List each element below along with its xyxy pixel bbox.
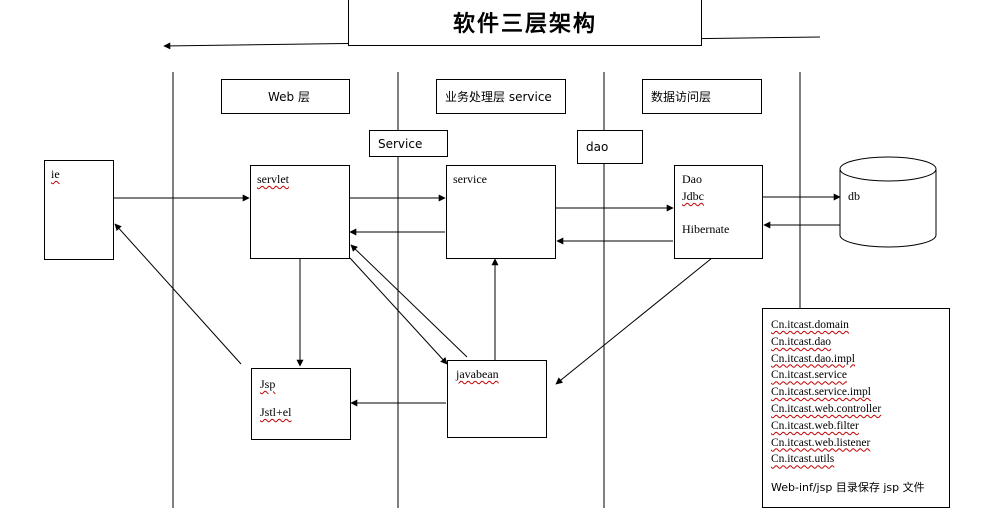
layer-label-web: Web 层: [221, 79, 350, 114]
interface-service-text: Service: [378, 136, 423, 151]
node-javabean: javabean: [447, 360, 547, 438]
package-spacer: [771, 468, 949, 480]
package-item: Cn.itcast.domain: [771, 319, 849, 331]
node-hibernate-label: Hibernate: [682, 222, 730, 236]
node-jsp: Jsp Jstl+el: [251, 368, 351, 440]
layer-label-service: 业务处理层 service: [436, 79, 566, 114]
database-cylinder: [839, 156, 937, 248]
package-item: Cn.itcast.web.controller: [771, 402, 882, 415]
node-dao: Dao Jdbc Hibernate: [674, 165, 763, 259]
interface-dao: dao: [577, 130, 643, 164]
node-servlet-label: servlet: [257, 172, 289, 186]
package-list: Cn.itcast.domain Cn.itcast.dao Cn.itcast…: [762, 308, 950, 508]
package-item: Cn.itcast.web.filter: [771, 419, 859, 432]
node-ie: ie: [44, 160, 114, 260]
title-box: 软件三层架构: [348, 0, 702, 46]
node-ie-label: ie: [51, 167, 60, 181]
node-servlet: servlet: [250, 165, 350, 259]
layer-label-service-text: 业务处理层 service: [445, 90, 552, 104]
interface-dao-text: dao: [586, 140, 609, 154]
package-item: Cn.itcast.service.impl: [771, 386, 871, 399]
package-item: Cn.itcast.utils: [771, 453, 835, 466]
arrow-servlet-javabean: [349, 257, 448, 365]
package-item: Cn.itcast.dao: [771, 335, 832, 348]
layer-label-dao: 数据访问层: [642, 79, 762, 114]
node-service-label: service: [453, 172, 487, 186]
interface-service: Service: [369, 130, 448, 157]
node-jstl-label: Jstl+el: [260, 405, 292, 419]
package-note: Web-inf/jsp 目录保存 jsp 文件: [771, 481, 925, 495]
node-dao-label: Dao: [682, 172, 702, 186]
arrow-jsp-ie: [114, 223, 242, 365]
node-javabean-label: javabean: [456, 367, 499, 381]
package-item: Cn.itcast.service: [771, 369, 848, 382]
node-service: service: [446, 165, 556, 259]
page-title: 软件三层架构: [452, 12, 597, 37]
arrow-dao-javabean: [555, 257, 713, 385]
layer-label-dao-text: 数据访问层: [651, 90, 712, 104]
arrow-javabean-servlet: [350, 244, 468, 358]
layer-label-web-text: Web 层: [268, 90, 310, 104]
node-jsp-label: Jsp: [260, 377, 276, 391]
node-jdbc-label: Jdbc: [682, 189, 704, 203]
package-item: Cn.itcast.dao.impl: [771, 352, 856, 365]
package-item: Cn.itcast.web.listener: [771, 436, 871, 449]
node-db-label: db: [848, 189, 860, 203]
